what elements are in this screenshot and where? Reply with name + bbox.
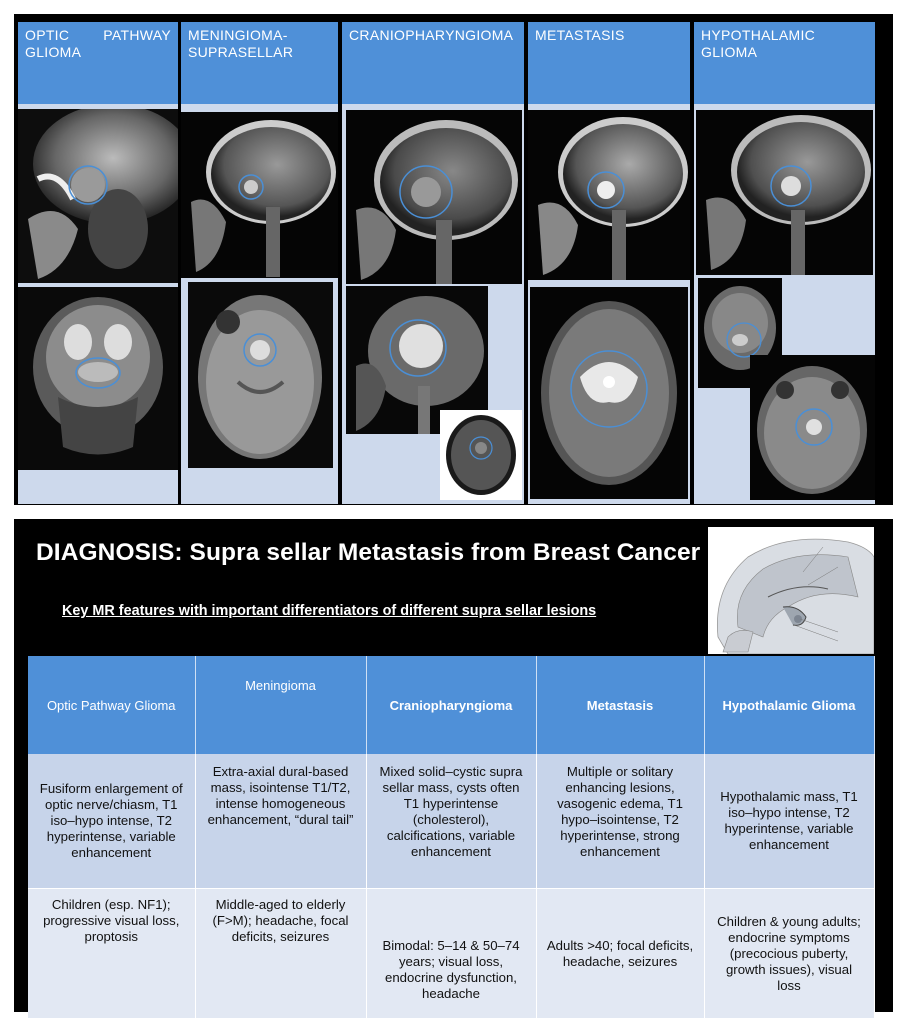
mri-flair-axial-image xyxy=(530,287,688,499)
table-header-cell: Hypothalamic Glioma xyxy=(704,656,875,754)
table-row: Children (esp. NF1); progressive visual … xyxy=(28,888,875,1019)
differential-diagnosis-table: Optic Pathway Glioma Meningioma Cranioph… xyxy=(28,656,875,1019)
column-craniopharyngioma: CRANIOPHARYNGIOMA xyxy=(342,22,524,504)
mri-t2-sagittal-image xyxy=(346,286,488,434)
table-cell: Middle-aged to elderly (F>M); headache, … xyxy=(195,888,367,1019)
mri-axial-image xyxy=(750,355,875,500)
table-cell: Fusiform enlargement of optic nerve/chia… xyxy=(28,754,196,889)
mri-coronal-image xyxy=(18,287,178,470)
mri-sagittal-image xyxy=(528,110,690,280)
table-cell: Hypothalamic mass, T1 iso–hypo intense, … xyxy=(704,754,875,889)
mri-sagittal-image xyxy=(18,109,178,283)
table-cell: Adults >40; focal deficits, headache, se… xyxy=(536,888,705,1019)
mri-sagittal-image xyxy=(346,110,522,284)
column-meningioma-suprasellar: MENINGIOMA-SUPRASELLAR xyxy=(181,22,338,504)
diagnosis-subtitle: Key MR features with important different… xyxy=(62,603,597,619)
sellar-anatomy-illustration xyxy=(708,527,874,654)
diagnosis-title: DIAGNOSIS: Supra sellar Metastasis from … xyxy=(36,539,701,566)
diagnosis-panel: DIAGNOSIS: Supra sellar Metastasis from … xyxy=(14,519,893,1019)
table-header-row: Optic Pathway Glioma Meningioma Cranioph… xyxy=(28,656,875,754)
mri-ct-axial-image xyxy=(440,410,522,500)
column-hypothalamic-glioma: HYPOTHALAMIC GLIOMA xyxy=(694,22,875,504)
mri-axial-image xyxy=(188,282,333,468)
column-optic-pathway-glioma: OPTIC PATHWAY GLIOMA xyxy=(18,22,178,504)
column-header: CRANIOPHARYNGIOMA xyxy=(342,22,524,104)
table-cell: Mixed solid–cystic supra sellar mass, cy… xyxy=(366,754,537,889)
column-header: HYPOTHALAMIC GLIOMA xyxy=(694,22,875,104)
table-header-cell: Meningioma xyxy=(195,656,367,754)
table-cell: Children (esp. NF1); progressive visual … xyxy=(28,888,196,1019)
table-cell: Extra-axial dural-based mass, isointense… xyxy=(195,754,367,889)
mri-sagittal-image xyxy=(696,110,873,275)
column-header: METASTASIS xyxy=(528,22,690,104)
table-cell: Children & young adults; endocrine sympt… xyxy=(704,888,875,1019)
table-header-cell: Metastasis xyxy=(536,656,705,754)
table-row: Fusiform enlargement of optic nerve/chia… xyxy=(28,754,875,889)
mri-coronal-image xyxy=(698,278,782,388)
column-header: OPTIC PATHWAY GLIOMA xyxy=(18,22,178,104)
column-header: MENINGIOMA-SUPRASELLAR xyxy=(181,22,338,104)
mri-comparison-panel: OPTIC PATHWAY GLIOMA xyxy=(14,14,893,505)
table-cell: Bimodal: 5–14 & 50–74 years; visual loss… xyxy=(366,888,537,1019)
table-cell: Multiple or solitary enhancing lesions, … xyxy=(536,754,705,889)
column-metastasis: METASTASIS xyxy=(528,22,690,504)
table-header-cell: Craniopharyngioma xyxy=(366,656,537,754)
mri-sagittal-image xyxy=(181,112,338,278)
table-header-cell: Optic Pathway Glioma xyxy=(28,656,196,754)
